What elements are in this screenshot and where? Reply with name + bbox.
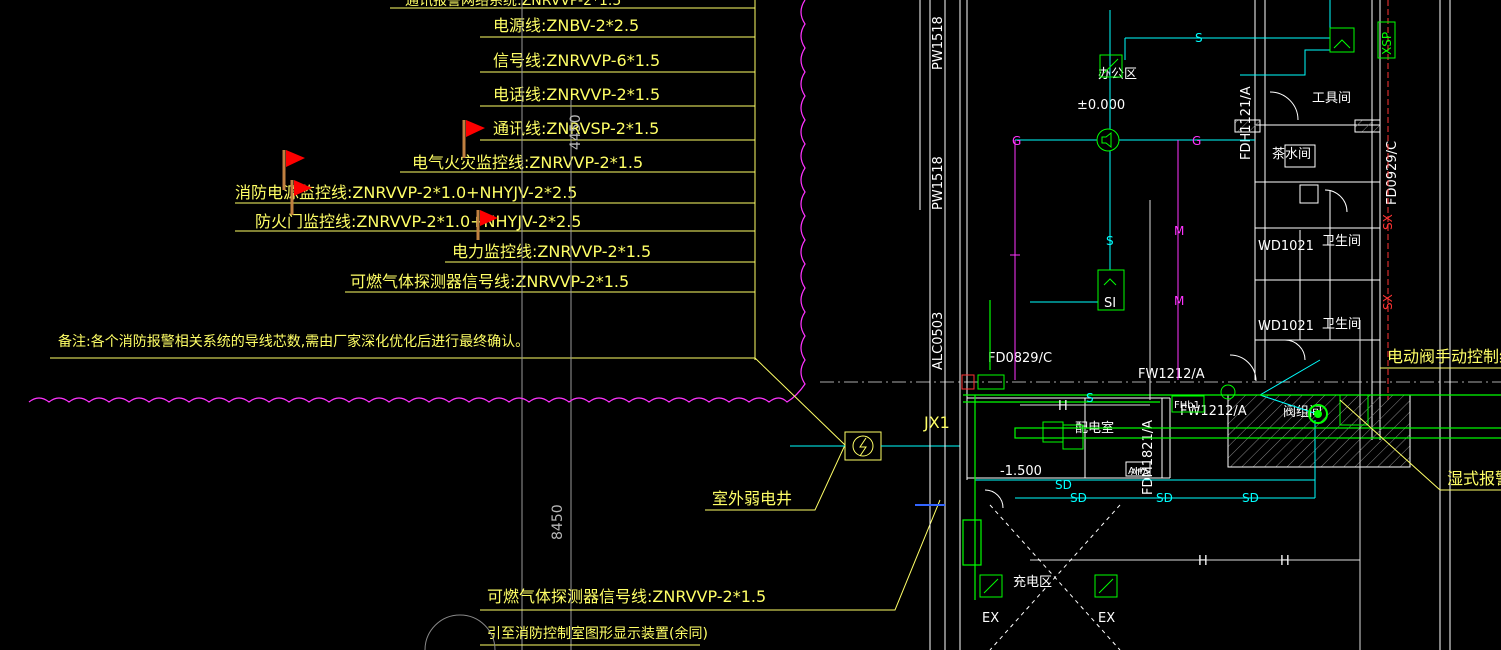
legend-fire-power-monitor-line: 消防电源监控线:ZNRVVP-2*1.0+NHYJV-2*2.5 (235, 183, 577, 202)
flag-icon[interactable] (282, 150, 305, 190)
tag-jx: JX1 (923, 413, 950, 432)
ah-box[interactable]: AH (1125, 461, 1151, 477)
dimension-bottom: 8450 (550, 504, 566, 540)
gas-detector-callout: 可燃气体探测器信号线:ZNRVVP-2*1.5 (487, 587, 766, 606)
legend-fire-monitor-line: 电气火灾监控线:ZNRVVP-2*1.5 (412, 153, 643, 172)
tag-fw-b: FW1212/A (1180, 404, 1247, 419)
tag-apa: ΛPΛ (1131, 468, 1150, 478)
wire-code-sd: SD (1242, 491, 1259, 505)
xsp-box[interactable]: XSP (1377, 21, 1396, 59)
legend-phone-line: 电话线:ZNRVVP-2*1.5 (493, 85, 660, 104)
module-box-icon[interactable] (1042, 421, 1084, 450)
room-restroom-2: 卫生间 (1322, 317, 1361, 332)
legend-signal-line: 信号线:ZNRVVP-6*1.5 (493, 51, 660, 70)
legend-power-line: 电源线:ZNBV-2*2.5 (493, 16, 639, 35)
svg-text:EX: EX (982, 611, 999, 626)
svg-text:XSP: XSP (1380, 32, 1394, 55)
svg-text:AH: AH (1128, 466, 1142, 477)
tag-wd-1: WD1021 (1258, 239, 1314, 254)
svg-text:FHb1: FHb1 (1174, 400, 1200, 411)
legend-fire-door-monitor-line: 防火门监控线:ZNRVVP-2*1.0+NHYJV-2*2.5 (255, 212, 581, 231)
wire-code-s: S (1086, 391, 1094, 405)
ev-area-diagonals (989, 504, 1121, 650)
magenta-wires (1010, 140, 1179, 380)
room-tea: 茶水间 (1272, 146, 1311, 162)
room-valve: 阀组间 (1283, 405, 1322, 420)
valve-alarm-icon[interactable] (1308, 394, 1369, 426)
tag-fdh-a: FDH1121/A (1239, 86, 1254, 160)
revision-cloud (28, 0, 806, 403)
module-box-icon[interactable] (1099, 54, 1123, 78)
hatched-slab (1227, 394, 1411, 468)
wire-code-h: H (1058, 399, 1068, 414)
wire-code-sd: SD (1055, 478, 1072, 492)
tag-fd-2: FD0929/C (1385, 141, 1400, 205)
grid-bubble (424, 614, 496, 650)
sounder-icon[interactable] (1220, 384, 1236, 400)
legend-partial-line: 通讯报警网络系统:ZNRVVP-2*1.5 (405, 0, 621, 9)
flag-icon[interactable] (462, 120, 485, 158)
ex-fan-icon[interactable]: EX (1094, 574, 1118, 626)
hatched-column (1354, 119, 1381, 133)
outdoor-well-symbol[interactable] (844, 431, 882, 461)
level-label: -1.500 (1000, 464, 1042, 479)
speaker-icon[interactable] (1096, 128, 1120, 152)
tag-fdm: FDM1821/A (1141, 420, 1156, 495)
damper-manual-callout: 电动阀手动控制线:ZN (1387, 347, 1501, 366)
h-wires (1020, 200, 1361, 650)
wire-code-h: H (1280, 554, 1290, 569)
si-module-icon[interactable]: SI (1097, 269, 1125, 311)
wire-code-s: S (1106, 234, 1114, 248)
tag-alc: ALC0503 (931, 312, 946, 370)
wet-alarm-callout: 湿式报警 (1447, 469, 1501, 488)
legend-comm-line: 通讯线:ZNRVSP-2*1.5 (493, 119, 659, 138)
fhb-box[interactable]: FHb1 (1171, 395, 1205, 413)
module-box-icon[interactable] (1284, 144, 1319, 204)
wire-code-m: M (1174, 294, 1184, 308)
power-wires (962, 300, 1501, 600)
building-walls (919, 0, 1451, 650)
legend-power-monitor-line: 电力监控线:ZNRVVP-2*1.5 (452, 242, 651, 261)
room-restroom-1: 卫生间 (1322, 234, 1361, 249)
to-fire-control-callout: 引至消防控制室图形显示装置(余同) (487, 625, 708, 642)
legend-table: 通讯报警网络系统:ZNRVVP-2*1.5 电源线:ZNBV-2*2.5 信号线… (50, 0, 756, 360)
leader-line (705, 357, 846, 511)
legend-note: 备注:各个消防报警相关系统的导线芯数,需由厂家深化优化后进行最终确认。 (58, 333, 529, 350)
elevation-label: ±0.000 (1077, 98, 1125, 113)
legend-gas-detector-line: 可燃气体探测器信号线:ZNRVVP-2*1.5 (350, 272, 629, 291)
wire-code-s: S (1195, 31, 1203, 45)
room-tool: 工具间 (1312, 91, 1351, 106)
dimension-top: 4450 (568, 114, 584, 150)
dimension-lines (521, 0, 572, 650)
leader-line-wet (1339, 399, 1501, 491)
module-box-icon[interactable] (1329, 27, 1355, 53)
tag-fw-a: FW1212/A (1138, 367, 1205, 382)
wire-code-sd: SD (1156, 491, 1173, 505)
flag-icon[interactable] (476, 210, 498, 240)
wire-code-h: H (1198, 554, 1208, 569)
outdoor-well-label: 室外弱电井 (712, 489, 792, 508)
wire-code-sx: SX (1381, 214, 1395, 230)
tag-pw-1: PW1518 (931, 16, 946, 70)
wire-code-g: G (1012, 134, 1021, 148)
hatched-column (1234, 119, 1261, 133)
tag-wd-2: WD1021 (1258, 319, 1314, 334)
svg-text:SI: SI (1104, 296, 1116, 311)
leader-line-bottom (480, 499, 941, 611)
room-office: 办公区 (1098, 67, 1137, 82)
door-swings (984, 91, 1348, 509)
room-ev: 充电区 (1013, 574, 1052, 590)
svg-text:EX: EX (1098, 611, 1115, 626)
tag-fd-1: FD0829/C (988, 351, 1052, 366)
wire-code-sx: SX (1381, 294, 1395, 310)
module-box-icon[interactable] (961, 374, 1005, 390)
tag-pw-2: PW1518 (931, 156, 946, 210)
ex-fan-icon[interactable]: EX (979, 574, 1003, 626)
wire-code-g: G (1192, 134, 1201, 148)
flag-icon[interactable] (290, 180, 312, 215)
wire-code-sd: SD (1070, 491, 1087, 505)
wire-code-m: M (1174, 224, 1184, 238)
